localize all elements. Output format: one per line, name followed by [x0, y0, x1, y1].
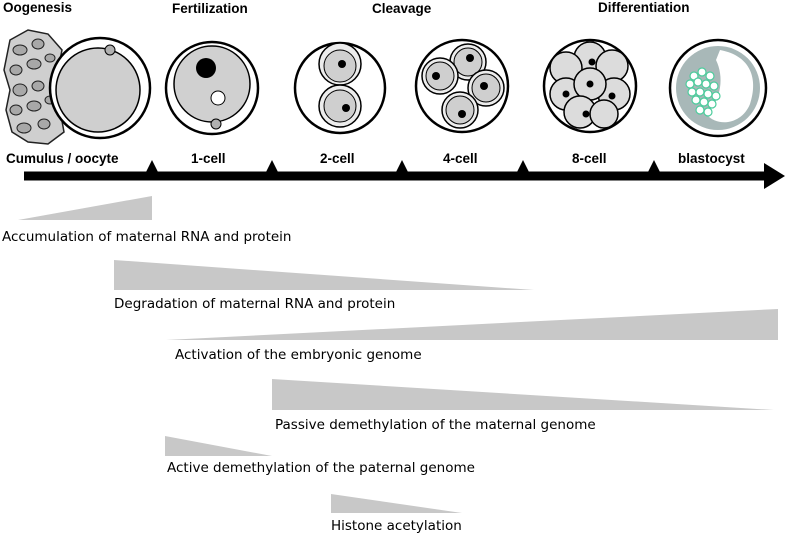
timeline-arrowhead: [764, 163, 785, 189]
stage-label-2-cell: 2-cell: [320, 151, 355, 166]
process-label-degradation: Degradation of maternal RNA and protein: [114, 296, 396, 312]
stage-label-8-cell: 8-cell: [572, 151, 607, 166]
eight-cell-embryo-illustration: [542, 38, 638, 134]
process-label-active-demethylation: Active demethylation of the paternal gen…: [167, 460, 475, 476]
phase-label-oogenesis: Oogenesis: [3, 0, 73, 15]
phase-label-cleavage: Cleavage: [372, 1, 432, 16]
phase-label-fertilization: Fertilization: [172, 1, 248, 16]
blastocyst-illustration: [668, 38, 768, 138]
one-cell-zygote-illustration: [164, 40, 260, 136]
process-wedge-active-demethylation: [165, 436, 272, 456]
phase-label-differentiation: Differentiation: [598, 0, 690, 15]
process-wedge-passive-demethylation: [272, 379, 774, 410]
stage-label-blastocyst: blastocyst: [678, 151, 745, 166]
process-wedge-histone-acetylation: [331, 494, 462, 513]
timeline-tick: [648, 160, 660, 172]
process-label-histone-acetylation: Histone acetylation: [331, 518, 462, 534]
process-wedge-degradation: [114, 260, 534, 290]
stage-label-4-cell: 4-cell: [443, 151, 478, 166]
timeline-tick: [517, 160, 529, 172]
timeline-tick: [146, 160, 158, 172]
four-cell-embryo-illustration: [414, 38, 510, 134]
process-label-accumulation: Accumulation of maternal RNA and protein: [2, 229, 292, 245]
timeline-tick: [396, 160, 408, 172]
stage-label-cumulus-oocyte: Cumulus / oocyte: [6, 151, 119, 166]
process-wedge-accumulation: [18, 196, 152, 220]
timeline-tick: [266, 160, 278, 172]
process-label-activation: Activation of the embryonic genome: [175, 347, 422, 363]
stage-label-1-cell: 1-cell: [191, 151, 226, 166]
process-wedge-activation: [166, 309, 778, 340]
process-label-passive-demethylation: Passive demethylation of the maternal ge…: [275, 417, 596, 433]
cumulus-oocyte-illustration: [3, 29, 152, 145]
two-cell-embryo-illustration: [293, 41, 387, 135]
